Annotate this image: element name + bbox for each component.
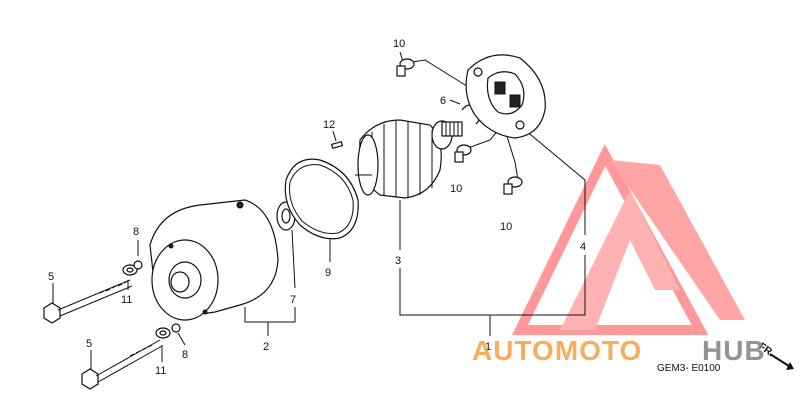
bolt-5-upper [43,279,133,324]
callout-3: 3 [395,255,401,267]
callout-10-lower: 10 [500,221,512,233]
callout-6: 6 [440,95,446,107]
watermark-logo [512,144,745,335]
callout-4: 4 [580,241,586,253]
callout-10-top: 10 [393,38,405,50]
callout-12: 12 [323,119,335,131]
callout-5-lower: 5 [86,338,92,350]
callout-8-lower: 8 [182,349,188,361]
callout-11-lower: 11 [155,365,166,377]
callout-11-upper: 11 [121,294,132,306]
watermark-brand-left: AUTOMOTO [472,335,642,366]
screw-10-middle [454,144,472,163]
callout-7: 7 [290,294,296,306]
callout-8-upper: 8 [133,226,139,238]
callout-5-upper: 5 [48,271,54,283]
oring-9 [284,158,359,240]
oring-8-upper [133,260,143,270]
callout-9: 9 [325,267,331,279]
motor-case-2 [149,199,279,321]
callout-2: 2 [263,341,269,353]
screw-10-lower [503,176,523,195]
watermark-text: AUTOMOTO HUB [472,335,766,366]
armature-3 [355,119,463,199]
oring-8-lower [171,323,181,333]
pin-12 [330,141,344,149]
bolt-5-lower [81,339,163,390]
callout-10-middle: 10 [450,183,462,195]
screw-10-top [396,58,415,77]
washer-11-upper [122,264,138,276]
watermark-brand-right: HUB [702,335,766,366]
figure-code: GEM3- E0100 [657,363,721,374]
callout-labels: 10 6 12 10 10 8 5 11 9 7 3 4 2 1 5 11 8 [48,38,586,377]
washer-11-lower [155,327,171,339]
callout-1: 1 [485,341,491,353]
brush-holder-4 [465,54,546,139]
